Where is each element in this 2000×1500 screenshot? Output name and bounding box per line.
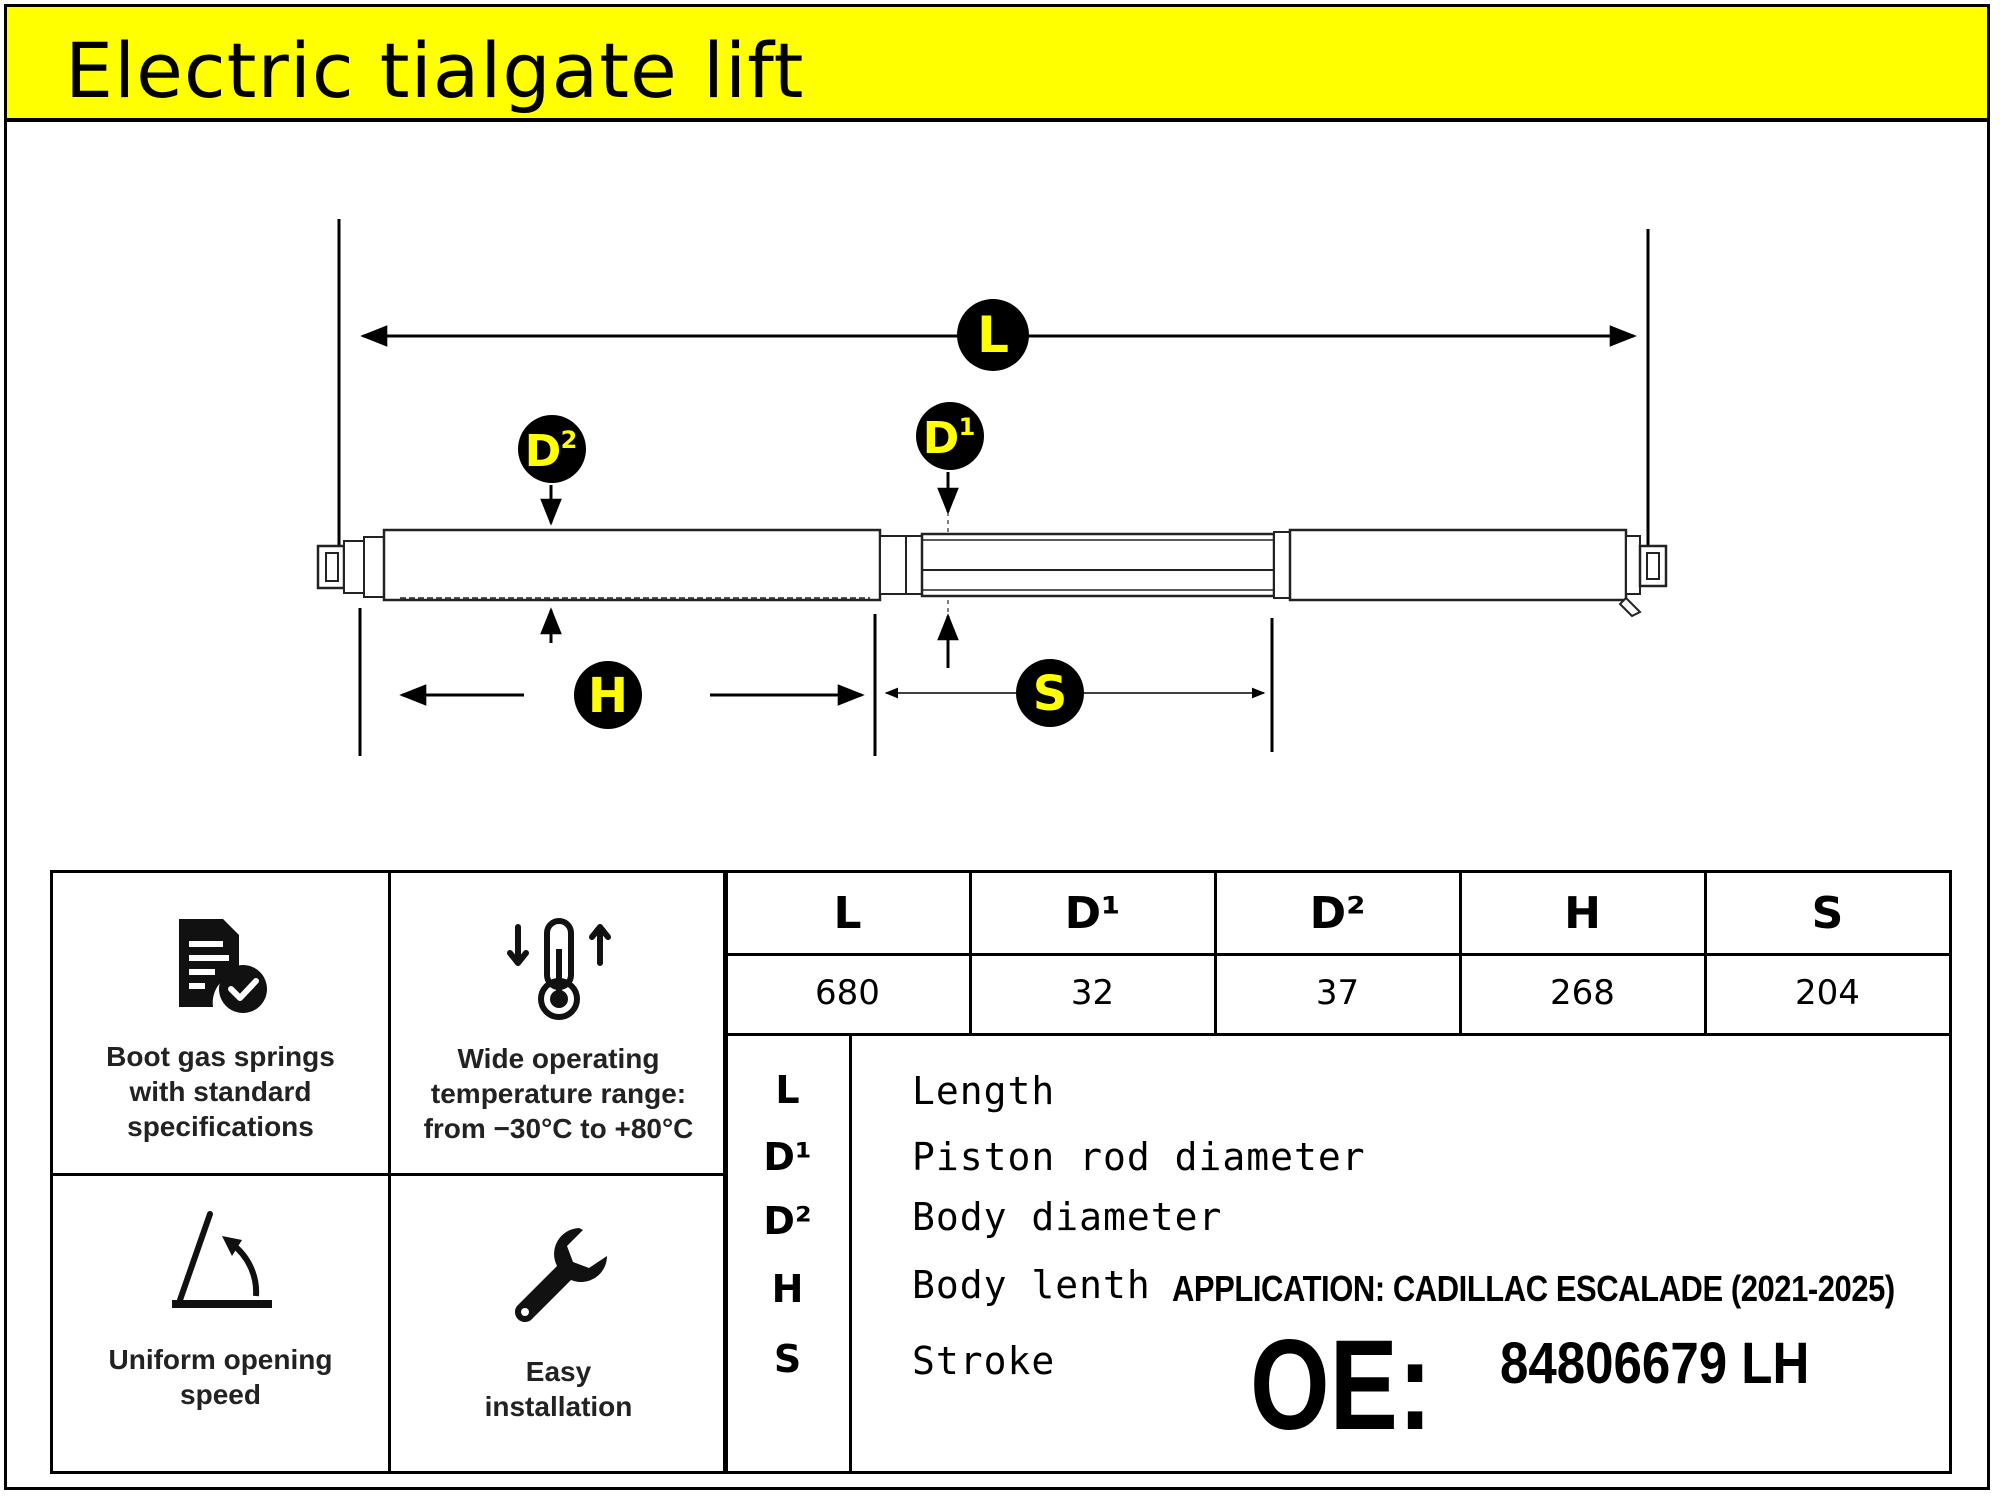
spec-table: L D¹ D² H S 680 32 37 268 204 L D¹ D² H …: [725, 870, 1952, 1474]
oe-label: OE:: [1250, 1314, 1433, 1457]
outer-frame: [4, 4, 1990, 1490]
body-diameter-badge: [518, 415, 586, 483]
legend-symbol: D¹: [763, 1135, 812, 1179]
legend-symbol: H: [771, 1267, 804, 1311]
header-rod-diameter: D¹: [1064, 887, 1121, 939]
thermometer-icon: [506, 918, 611, 1020]
body-diameter-badge-label: D: [525, 426, 562, 477]
stroke-badge: [1016, 659, 1084, 727]
wrench-icon: [514, 1228, 607, 1322]
rod-diameter-badge-label: D: [923, 413, 960, 464]
stroke-dimension: S: [884, 618, 1274, 752]
header-body-diameter: D²: [1309, 887, 1366, 939]
legend-symbol: L: [775, 1068, 800, 1112]
document-check-icon: [178, 919, 267, 1013]
rod-diameter-badge: [916, 402, 984, 470]
body-diameter-marker: D 2: [518, 415, 586, 643]
value-length: 680: [815, 973, 880, 1013]
rod-diameter-marker: D 1: [916, 402, 984, 668]
length-badge: [957, 299, 1029, 371]
stroke-badge-label: S: [1033, 666, 1068, 722]
opening-angle-icon: [171, 1211, 272, 1308]
oe-number: 84806679 LH: [1500, 1331, 1810, 1396]
title-bar: Electric tialgate lift: [7, 7, 1987, 122]
gas-spring-diagram: L D 2 D 1: [316, 219, 1668, 756]
legend-description: Stroke: [912, 1339, 1056, 1383]
header-stroke: S: [1811, 887, 1844, 939]
legend-description: Body diameter: [912, 1195, 1223, 1239]
gas-spring: [316, 528, 1668, 618]
body-length-badge: [574, 661, 642, 729]
legend-symbol: S: [773, 1337, 802, 1381]
page-title: Electric tialgate lift: [65, 26, 805, 115]
length-badge-label: L: [977, 306, 1009, 364]
value-body-diameter: 37: [1315, 973, 1360, 1013]
legend-description: Piston rod diameter: [912, 1135, 1366, 1179]
legend-description: Body lenth: [912, 1263, 1151, 1307]
header-body-length: H: [1564, 887, 1601, 939]
value-stroke: 204: [1795, 973, 1860, 1013]
body-length-badge-label: H: [588, 668, 628, 724]
value-rod-diameter: 32: [1070, 973, 1115, 1013]
body-diameter-badge-sup: 2: [561, 426, 578, 454]
rod-diameter-badge-sup: 1: [959, 413, 976, 441]
application-text: APPLICATION: CADILLAC ESCALADE (2021-202…: [1172, 1268, 1895, 1309]
value-body-length: 268: [1550, 973, 1615, 1013]
length-dimension: L: [337, 219, 1650, 560]
legend-description: Length: [912, 1069, 1056, 1113]
legend-symbol: D²: [763, 1199, 812, 1243]
header-length: L: [833, 887, 862, 939]
body-length-dimension: H: [358, 608, 877, 756]
